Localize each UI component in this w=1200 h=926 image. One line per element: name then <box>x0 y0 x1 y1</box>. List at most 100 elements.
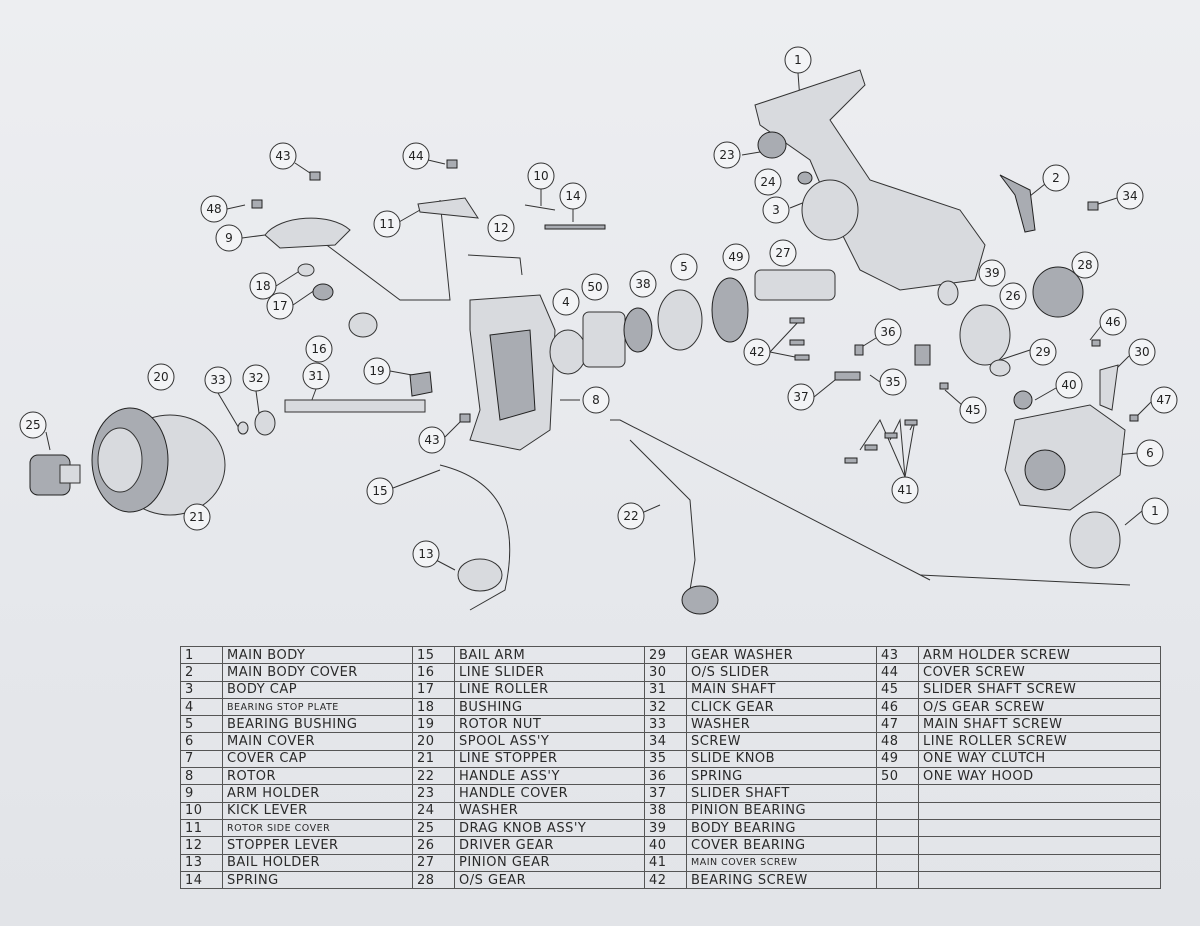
line-slider-part <box>348 312 378 338</box>
callout-45: 45 <box>959 396 987 424</box>
part-number: 9 <box>180 784 223 803</box>
part-name: SPRING <box>222 870 413 890</box>
callout-number: 21 <box>189 510 204 524</box>
callout-circle <box>418 426 446 454</box>
part-number: 30 <box>644 663 687 682</box>
callout-number: 47 <box>1156 393 1171 407</box>
callout-number: 38 <box>635 277 650 291</box>
callout-15: 15 <box>366 477 394 505</box>
part-name: MAIN COVER <box>222 732 413 751</box>
part-number: 21 <box>412 749 455 769</box>
callout-number: 25 <box>25 418 40 432</box>
part-number: 23 <box>412 784 455 803</box>
callout-43: 43 <box>418 426 446 454</box>
callout-number: 50 <box>587 280 602 294</box>
washer-24-part <box>797 171 813 185</box>
callout-47: 47 <box>1150 386 1178 414</box>
callout-number: 3 <box>772 203 780 217</box>
callout-circle <box>1141 497 1169 525</box>
cover-bearing-part <box>1013 390 1033 410</box>
callout-3: 3 <box>762 196 790 224</box>
part-number <box>876 870 919 890</box>
callout-30: 30 <box>1128 338 1156 366</box>
callout-circle <box>242 364 270 392</box>
part-name: MAIN BODY COVER <box>222 663 413 682</box>
exploded-parts-diagram: 1234232434344101448111292749528393850181… <box>19 46 1178 615</box>
part-number: 46 <box>876 697 919 717</box>
part-number <box>876 784 919 803</box>
part-number: 18 <box>412 697 455 717</box>
callout-22: 22 <box>617 502 645 530</box>
callout-circle <box>302 362 330 390</box>
part-name: O/S SLIDER <box>686 663 877 682</box>
line-roller-part <box>312 283 334 301</box>
callout-number: 9 <box>225 231 233 245</box>
part-name: WASHER <box>686 715 877 734</box>
part-number: 42 <box>644 870 687 890</box>
callout-circle <box>743 338 771 366</box>
part-name: COVER SCREW <box>918 663 1161 682</box>
callout-circle <box>978 259 1006 287</box>
callout-4: 4 <box>552 288 580 316</box>
gear-washer-part <box>989 359 1011 377</box>
part-number: 49 <box>876 749 919 769</box>
one-way-clutch-part <box>711 277 749 343</box>
stopper-lever-part <box>467 254 523 276</box>
callout-number: 32 <box>248 371 263 385</box>
part-name <box>918 870 1161 890</box>
part-number: 35 <box>644 749 687 769</box>
part-number: 20 <box>412 732 455 751</box>
part-number: 12 <box>180 836 223 855</box>
part-number: 47 <box>876 715 919 734</box>
body-bearing-part <box>937 280 959 306</box>
callout-24: 24 <box>754 168 782 196</box>
body-cap-part <box>801 179 859 241</box>
callout-number: 27 <box>775 246 790 260</box>
callout-circle <box>754 168 782 196</box>
pinion-gear-part <box>754 269 836 301</box>
part-number: 31 <box>644 680 687 699</box>
callout-number: 20 <box>153 370 168 384</box>
part-name: HANDLE ASS'Y <box>454 767 645 786</box>
callout-circle <box>204 366 232 394</box>
callout-6: 6 <box>1136 439 1164 467</box>
callout-circle <box>1071 251 1099 279</box>
part-name: BUSHING <box>454 697 645 717</box>
callout-number: 45 <box>965 403 980 417</box>
part-name: HANDLE COVER <box>454 784 645 803</box>
part-number: 25 <box>412 818 455 838</box>
part-name: BODY CAP <box>222 680 413 699</box>
part-name: GEAR WASHER <box>686 645 877 665</box>
part-name: DRIVER GEAR <box>454 836 645 855</box>
main-shaft-part <box>284 399 426 413</box>
callout-23: 23 <box>713 141 741 169</box>
part-name <box>918 818 1161 838</box>
part-name: BAIL HOLDER <box>222 853 413 872</box>
callout-number: 4 <box>562 295 570 309</box>
callout-49: 49 <box>722 243 750 271</box>
callout-number: 11 <box>379 217 394 231</box>
callout-18: 18 <box>249 272 277 300</box>
callout-17: 17 <box>266 292 294 320</box>
callout-8: 8 <box>582 386 610 414</box>
callout-circle <box>713 141 741 169</box>
callout-40: 40 <box>1055 371 1083 399</box>
callout-19: 19 <box>363 357 391 385</box>
callout-circle <box>787 383 815 411</box>
part-number: 45 <box>876 680 919 699</box>
part-number: 16 <box>412 663 455 682</box>
callout-circle <box>891 476 919 504</box>
callout-circle <box>373 210 401 238</box>
part-name: SLIDER SHAFT <box>686 784 877 803</box>
part-name: LINE SLIDER <box>454 663 645 682</box>
part-number: 11 <box>180 818 223 838</box>
callout-circle <box>629 270 657 298</box>
callout-48: 48 <box>200 195 228 223</box>
callout-circle <box>215 224 243 252</box>
callout-34: 34 <box>1116 182 1144 210</box>
callout-circle <box>1128 338 1156 366</box>
